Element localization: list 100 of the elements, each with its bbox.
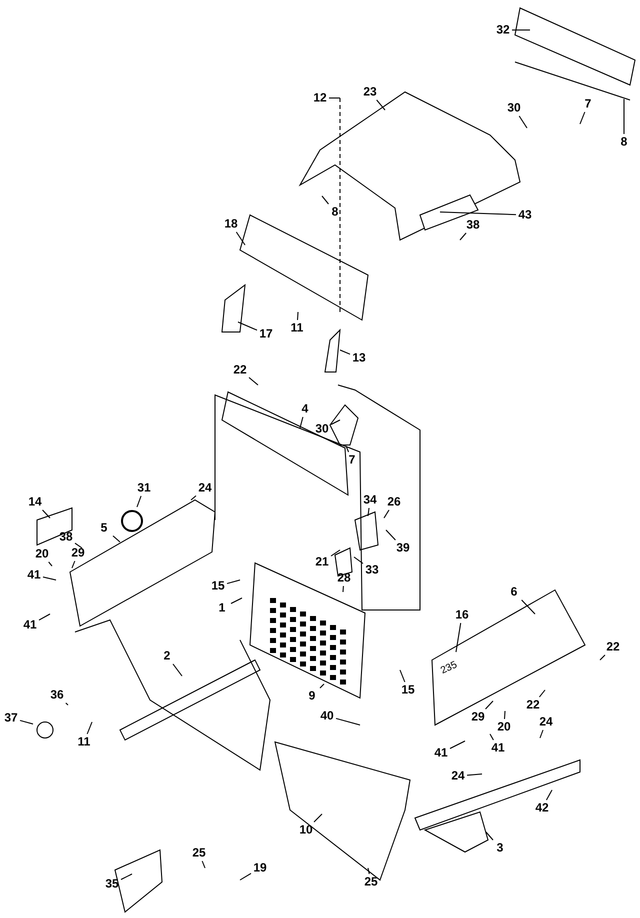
leader-line: [38, 614, 50, 621]
callout-number: 11: [78, 736, 90, 748]
callout-number: 23: [363, 86, 377, 98]
leader-line: [330, 550, 340, 556]
callout-number: 36: [50, 688, 64, 702]
leader-line: [466, 774, 482, 776]
leader-line: [314, 814, 322, 822]
leader-line: [354, 556, 364, 564]
decal-text: 235: [438, 658, 460, 678]
callout-number: 41: [27, 568, 41, 582]
callout-number: 41: [491, 742, 505, 754]
callout-number: 43: [518, 208, 532, 222]
leader-line: [485, 700, 494, 710]
callout-number: 34: [363, 494, 377, 506]
callout-number: 20: [35, 548, 49, 560]
leader-line: [300, 416, 304, 428]
callout-number: 19: [253, 862, 267, 874]
leader-line: [386, 530, 396, 540]
callout-number: 6: [510, 586, 518, 598]
leader-line: [336, 718, 360, 726]
callout-number: 7: [584, 98, 592, 110]
callout-number: 1: [218, 602, 226, 614]
callout-number: 3: [496, 842, 504, 854]
callout-number: 12: [313, 92, 327, 104]
callout-number: 15: [211, 580, 225, 592]
callout-number: 22: [526, 698, 540, 712]
leader-line: [546, 790, 552, 800]
callout-number: 38: [59, 530, 73, 544]
leader-line: [65, 702, 68, 706]
callout-number: 14: [28, 496, 42, 508]
callout-number: 24: [451, 770, 465, 782]
leader-line: [322, 196, 329, 204]
leader-line: [74, 542, 82, 548]
leader-line: [460, 232, 467, 240]
callout-number: 10: [299, 824, 313, 836]
callout-number: 24: [539, 716, 553, 728]
callout-number: 9: [308, 690, 316, 702]
leader-line: [368, 508, 370, 516]
leader-line: [340, 350, 350, 355]
callout-number: 4: [302, 402, 308, 416]
leader-line: [42, 510, 50, 518]
callout-number: 15: [401, 684, 415, 696]
leader-line: [226, 580, 240, 584]
callout-number: 20: [497, 720, 511, 734]
callout-number: 8: [332, 206, 338, 218]
leader-line: [376, 100, 386, 110]
leader-line: [120, 874, 132, 880]
callout-number: 22: [606, 640, 620, 654]
callout-number: 41: [434, 746, 448, 760]
callout-number: 24: [198, 482, 212, 494]
callout-number: 30: [315, 422, 329, 436]
callout-number: 39: [396, 542, 410, 554]
callout-number: 17: [259, 328, 273, 340]
callout-number: 31: [137, 482, 151, 494]
callout-number: 8: [620, 136, 628, 148]
leader-line: [190, 495, 196, 500]
leader-line: [240, 872, 252, 880]
leader-line: [238, 322, 258, 331]
callout-number: 38: [466, 218, 480, 232]
leader-line: [486, 832, 494, 840]
callout-number: 29: [471, 710, 485, 724]
leader-line: [236, 232, 246, 246]
leader-line: [248, 377, 258, 386]
leader-line: [504, 710, 506, 720]
callout-number: 33: [365, 564, 379, 576]
leader-line: [202, 860, 206, 868]
leader-line: [540, 730, 544, 738]
callout-number: 21: [315, 556, 329, 568]
callout-number: 22: [233, 364, 247, 376]
callout-number: 25: [192, 846, 206, 860]
callout-number: 13: [352, 352, 366, 364]
callout-number: 29: [71, 546, 85, 560]
callout-number: 16: [455, 608, 469, 622]
callout-number: 7: [348, 454, 356, 466]
leader-line: [538, 690, 546, 698]
leader-line: [440, 212, 516, 216]
leader-line: [490, 734, 494, 740]
callout-number: 42: [535, 802, 549, 814]
leader-line: [580, 112, 586, 124]
leader-line: [346, 446, 350, 452]
callout-number: 37: [4, 712, 18, 724]
leader-line: [342, 586, 344, 592]
leader-line: [521, 600, 536, 614]
leader-line: [330, 420, 340, 425]
callout-number: 2: [164, 650, 170, 662]
leader-line: [112, 535, 120, 542]
leader-line: [136, 496, 142, 508]
leader-line: [400, 670, 406, 682]
leader-line: [320, 684, 324, 688]
leader-line: [518, 116, 528, 128]
callout-number: 25: [364, 876, 378, 888]
callout-number: 35: [105, 878, 119, 890]
callout-number: 30: [507, 102, 521, 114]
callout-number: 18: [224, 218, 238, 230]
callout-number: 32: [496, 24, 510, 36]
leader-line: [20, 720, 34, 724]
callout-number: 26: [387, 496, 401, 508]
callout-number: 41: [23, 618, 37, 632]
leader-line: [368, 868, 370, 874]
leader-line: [456, 622, 462, 652]
